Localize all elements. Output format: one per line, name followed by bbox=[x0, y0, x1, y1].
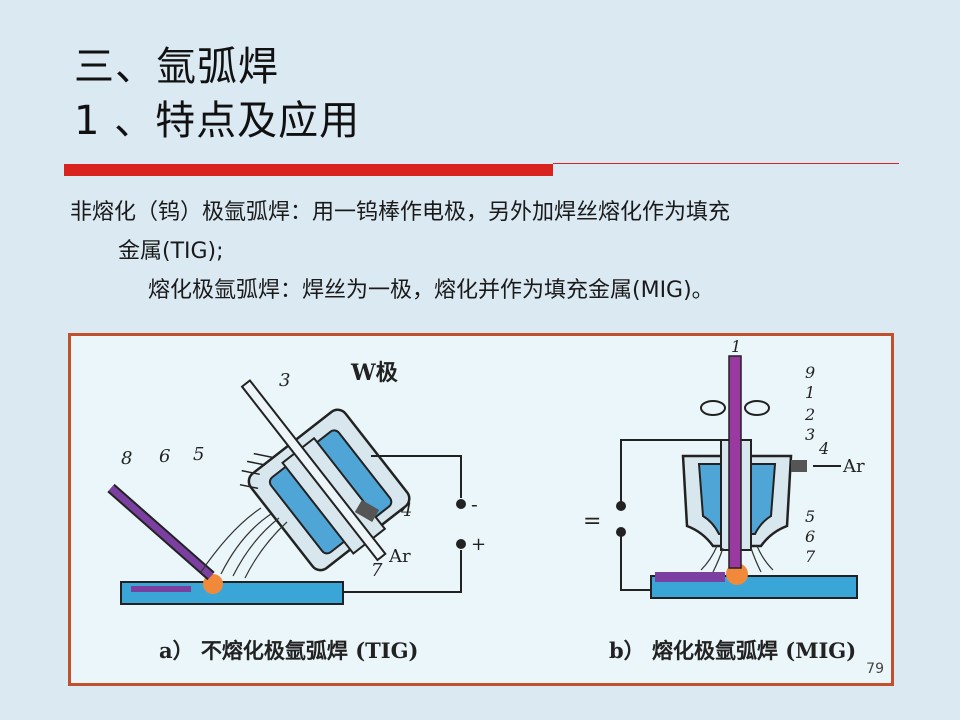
tig-terminal-plus bbox=[456, 539, 466, 549]
tig-label-5: 5 bbox=[193, 444, 204, 465]
mig-label-9: 9 bbox=[805, 363, 815, 382]
tig-gas-inlet bbox=[354, 499, 380, 523]
tig-diagram: W极 - + Ar 8 6 5 3 4 7 a） 不熔化极氩弧焊 (TIG) bbox=[107, 360, 486, 663]
tig-gas-flow bbox=[200, 507, 288, 579]
tig-workpiece bbox=[120, 581, 344, 605]
tig-weld-bead bbox=[131, 586, 191, 592]
paragraph-line-2: 金属(TIG); bbox=[118, 239, 224, 264]
page-number: 79 bbox=[866, 661, 884, 677]
mig-label-2: 2 bbox=[804, 405, 815, 424]
tig-caption: a） 不熔化极氩弧焊 (TIG) bbox=[159, 638, 419, 663]
mig-label-7: 7 bbox=[805, 547, 816, 566]
mig-wire-electrode bbox=[728, 355, 742, 569]
mig-gas-flow bbox=[700, 545, 774, 573]
mig-terminal-top bbox=[616, 501, 626, 511]
tig-label-8: 8 bbox=[121, 448, 132, 469]
tig-label-6: 6 bbox=[159, 446, 170, 467]
paragraph-line-1: 非熔化（钨）极氩弧焊：用一钨棒作电极，另外加焊丝熔化作为填充 bbox=[70, 200, 731, 225]
mig-diagram: = Ar 1 9 1 2 3 4 5 6 7 b） 熔化极氩弧焊 (MIG) bbox=[583, 337, 865, 663]
tig-plus-label: + bbox=[471, 534, 486, 555]
tig-torch bbox=[239, 379, 411, 572]
slide-body-text: 非熔化（钨）极氩弧焊：用一钨棒作电极，另外加焊丝熔化作为填充 金属(TIG); … bbox=[70, 193, 910, 310]
tig-label-4: 4 bbox=[400, 500, 412, 521]
tig-electrode-label: W极 bbox=[350, 360, 399, 386]
mig-label-5: 5 bbox=[805, 507, 815, 526]
mig-label-4: 4 bbox=[818, 439, 829, 458]
tig-label-7: 7 bbox=[371, 560, 383, 581]
mig-label-3: 3 bbox=[805, 425, 815, 444]
mig-label-1: 1 bbox=[805, 383, 815, 402]
tig-terminal-minus bbox=[456, 499, 466, 509]
welding-diagram-svg: W极 - + Ar 8 6 5 3 4 7 a） 不熔化极氩弧焊 (TIG) bbox=[107, 337, 865, 663]
mig-caption: b） 熔化极氩弧焊 (MIG) bbox=[609, 638, 856, 663]
tig-wire-bottom bbox=[343, 550, 462, 593]
mig-polarity-label: = bbox=[583, 509, 601, 534]
tig-filler-rod bbox=[108, 485, 214, 579]
mig-feed-roller-left bbox=[700, 400, 726, 416]
mig-label-1-top: 1 bbox=[731, 337, 741, 356]
slide-title: 三、氩弧焊 1 、特点及应用 bbox=[74, 40, 360, 148]
tig-label-3: 3 bbox=[279, 370, 290, 391]
mig-wire-top bbox=[620, 439, 721, 502]
title-line-1: 三、氩弧焊 bbox=[74, 44, 279, 90]
tig-gas-label: Ar bbox=[388, 546, 411, 567]
mig-gas-inlet bbox=[791, 460, 807, 472]
mig-weld-bead bbox=[655, 572, 725, 582]
mig-terminal-bottom bbox=[616, 527, 626, 537]
mig-label-6: 6 bbox=[805, 527, 815, 546]
tig-minus-label: - bbox=[471, 492, 478, 516]
welding-diagram-figure: W极 - + Ar 8 6 5 3 4 7 a） 不熔化极氩弧焊 (TIG) bbox=[68, 333, 894, 686]
mig-wire-bottom bbox=[620, 536, 651, 591]
mig-feed-roller-right bbox=[744, 400, 770, 416]
tig-wire-top bbox=[371, 455, 462, 498]
paragraph-line-3: 熔化极氩弧焊：焊丝为一极，熔化并作为填充金属(MIG)。 bbox=[148, 278, 714, 303]
title-line-2: 1 、特点及应用 bbox=[74, 98, 361, 144]
title-underline-accent bbox=[64, 164, 553, 176]
title-underline-thin bbox=[553, 163, 899, 164]
mig-gas-label: Ar bbox=[842, 456, 865, 477]
